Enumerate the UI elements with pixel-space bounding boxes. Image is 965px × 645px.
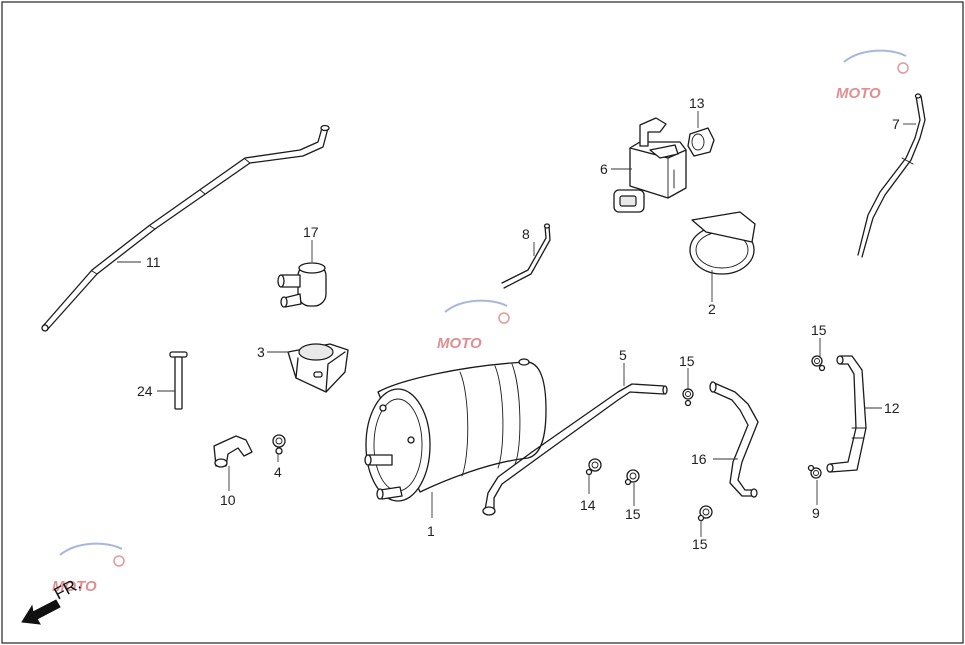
part-4-clamp (272, 434, 286, 455)
part-13-nut (687, 127, 715, 157)
callout-24: 24 (137, 383, 153, 399)
callout-10: 10 (220, 492, 236, 508)
part-17-connector (277, 262, 327, 308)
leader-lines (117, 111, 916, 537)
callout-15-c: 15 (625, 506, 641, 522)
callout-6: 6 (600, 161, 608, 177)
callout-13: 13 (689, 95, 705, 111)
arrow-icon (21, 599, 61, 625)
part-1-canister (364, 358, 547, 502)
svg-text:MOTO: MOTO (836, 85, 881, 102)
part-15-clamp-b (811, 355, 826, 372)
part-9-clamp (807, 464, 822, 479)
callout-14: 14 (580, 497, 596, 513)
part-3-bracket (287, 343, 349, 393)
part-15-clamp-d (697, 505, 713, 522)
svg-text:MOTO: MOTO (437, 335, 482, 352)
callout-15-a: 15 (679, 353, 695, 369)
callout-16: 16 (691, 451, 707, 467)
callout-15-d: 15 (692, 536, 708, 552)
part-2-band-clamp (689, 211, 756, 275)
part-12-hose (826, 355, 867, 473)
watermark-logo-top-right: MOTO (836, 49, 909, 102)
part-16-bent-hose (709, 381, 759, 498)
callout-1: 1 (427, 523, 435, 539)
part-10-elbow-hose (213, 435, 253, 468)
callout-2: 2 (708, 301, 716, 317)
callout-5: 5 (619, 347, 627, 363)
callout-7: 7 (892, 116, 900, 132)
callout-9: 9 (812, 505, 820, 521)
part-11-long-hose (41, 124, 330, 332)
part-15-clamp-c (624, 469, 640, 486)
callout-11: 11 (146, 254, 161, 270)
callout-17: 17 (303, 224, 319, 240)
part-6-solenoid-valve (613, 117, 687, 213)
part-14-clamp (585, 458, 602, 476)
part-5-hose (482, 383, 668, 516)
watermark-logo-bottom-left: MOTO (52, 542, 125, 595)
watermark-logo-center: MOTO (437, 299, 510, 352)
part-7-hose-right (857, 93, 926, 258)
part-15-clamp-a (682, 388, 694, 407)
callout-4: 4 (274, 464, 282, 480)
svg-text:MOTO: MOTO (52, 578, 97, 595)
callout-12: 12 (884, 400, 900, 416)
callout-15-b: 15 (811, 322, 827, 338)
callout-8: 8 (522, 226, 530, 242)
callout-3: 3 (257, 344, 265, 360)
part-8-small-hose (501, 223, 551, 289)
part-24-bolt (169, 351, 188, 410)
